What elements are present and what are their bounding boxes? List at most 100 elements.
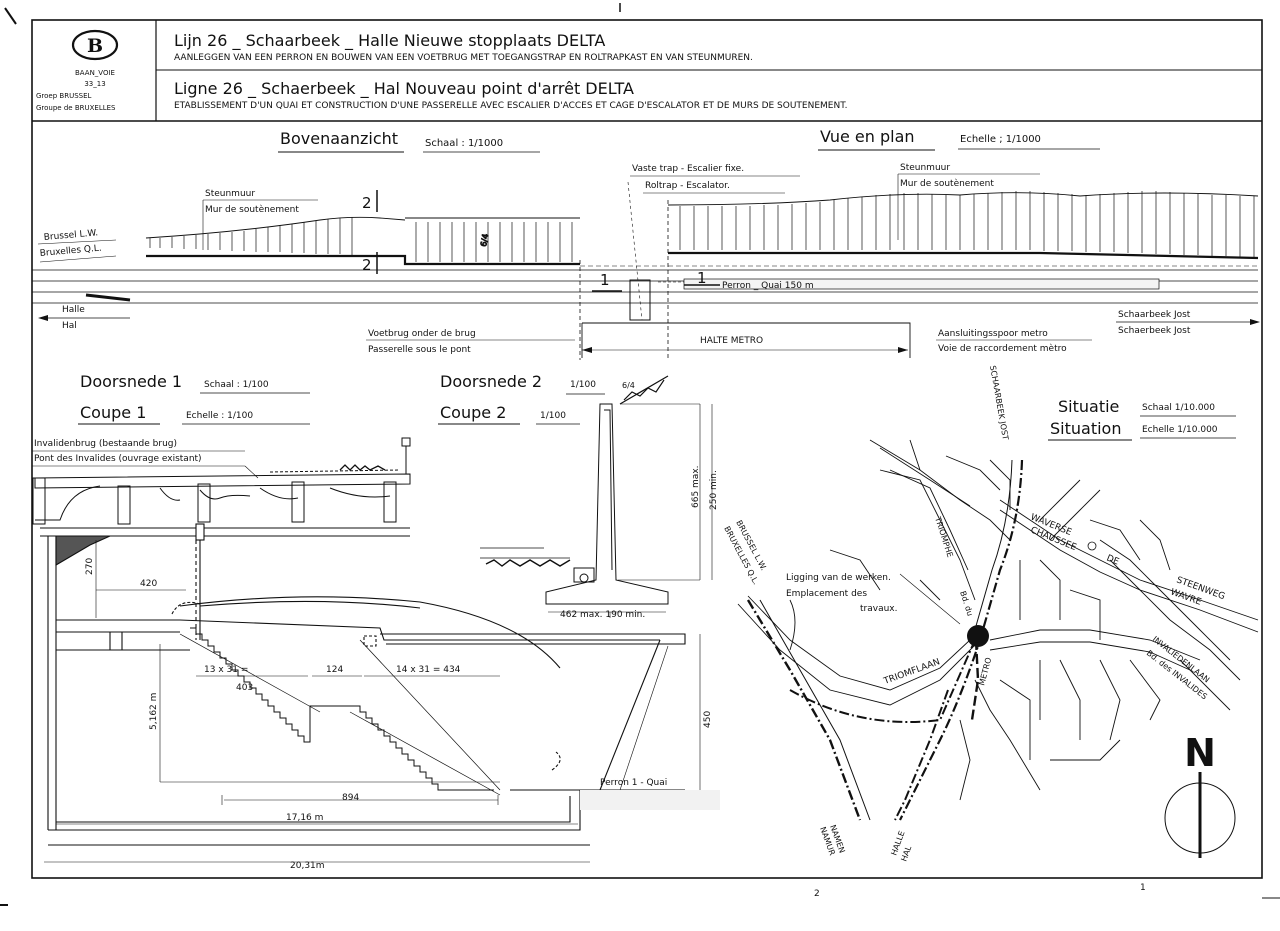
schaarbeek-nl: Schaarbeek Jost — [1118, 310, 1191, 320]
direction-arrow-left — [38, 315, 48, 321]
section1-stairs[interactable] — [179, 627, 501, 796]
section1-scale-fr: Echelle : 1/100 — [186, 411, 253, 421]
section2-title-nl: Doorsnede 2 — [440, 372, 542, 391]
plan-scale-fr: Echelle ; 1/1000 — [960, 134, 1041, 145]
plan-title-nl: Bovenaanzicht — [280, 129, 398, 148]
halte-metro: HALTE METRO — [700, 336, 763, 346]
dim-124: 124 — [326, 665, 343, 675]
plan-slope: 6/4 — [479, 233, 490, 247]
retaining-wall-right — [667, 191, 1259, 260]
dim-13x31: 13 x 31 = — [204, 665, 248, 675]
footbridge-plan — [579, 181, 911, 360]
map-bd-du: Bd. du — [958, 590, 975, 617]
section1-scale-nl: Schaal : 1/100 — [204, 380, 269, 390]
north-arrow: N — [1164, 731, 1236, 858]
map-schaarbeek: SCHAARBEEK JOST — [988, 365, 1010, 441]
org-line-1: BAAN_VOIE — [75, 69, 115, 77]
section-1: Doorsnede 1 Schaal : 1/100 Coupe 1 Echel… — [32, 372, 720, 871]
situation-title-nl: Situatie — [1058, 397, 1119, 416]
dim-665: 665 max. — [691, 465, 701, 508]
perron-label: Perron _ Quai 150 m — [722, 281, 814, 291]
subtitle-dutch: AANLEGGEN VAN EEN PERRON EN BOUWEN VAN E… — [174, 53, 753, 63]
schaarbeek-fr: Schaerbeek Jost — [1118, 326, 1191, 336]
org-line-3: Groep BRUSSEL — [36, 92, 92, 100]
subtitle-french: ETABLISSEMENT D'UN QUAI ET CONSTRUCTION … — [174, 101, 848, 111]
bridge-nl: Invalidenbrug (bestaande brug) — [34, 439, 177, 449]
direction-arrow-right — [1250, 319, 1260, 325]
wall-left-nl: Steunmuur — [205, 189, 255, 199]
logo-letter: B — [87, 35, 103, 57]
wall-right-fr: Mur de soutènement — [900, 178, 994, 189]
perron-quai: Perron 1 - Quai — [600, 778, 667, 788]
org-line-2: 33_13 — [84, 80, 105, 88]
dim-403: 403 — [236, 683, 253, 693]
footbridge-fr: Passerelle sous le pont — [368, 345, 471, 355]
plan-scale-nl: Schaal : 1/1000 — [425, 138, 503, 149]
title-french: Ligne 26 _ Schaerbeek _ Hal Nouveau poin… — [174, 79, 634, 99]
dim-14x31: 14 x 31 = 434 — [396, 665, 461, 675]
map-hal: HAL — [899, 844, 913, 863]
situation-scale-nl: Schaal 1/10.000 — [1142, 403, 1215, 413]
siding-nl: Aansluitingsspoor metro — [938, 329, 1048, 339]
railway-tracks — [32, 265, 1258, 304]
stair-label: Vaste trap - Escalier fixe. — [632, 164, 744, 174]
dim-450: 450 — [703, 711, 713, 728]
map-works-nl: Ligging van de werken. — [786, 573, 891, 583]
map-de: DE — [1105, 554, 1121, 568]
map-metro: METRO — [977, 656, 993, 686]
map-triomflaan: TRIOMFLAAN — [882, 657, 942, 687]
dim-base: 462 max. 190 min. — [560, 610, 645, 620]
map-works-fr-2: travaux. — [860, 604, 897, 614]
map-works-fr-1: Emplacement des — [786, 589, 867, 599]
bridge-fr: Pont des Invalides (ouvrage existant) — [34, 454, 202, 464]
halle-nl: Halle — [62, 305, 85, 315]
section1-title-nl: Doorsnede 1 — [80, 372, 182, 391]
wall-right-nl: Steunmuur — [900, 163, 950, 173]
org-line-4: Groupe de BRUXELLES — [36, 104, 116, 112]
invalides-bridge-deck — [32, 437, 411, 525]
dim-270: 270 — [85, 558, 95, 575]
title-dutch: Lijn 26 _ Schaarbeek _ Halle Nieuwe stop… — [174, 31, 605, 51]
section2-slope: 6/4 — [622, 381, 635, 390]
section-mark-1-right: 1 — [697, 269, 707, 287]
section1-dimensions — [44, 540, 701, 863]
wall-left-fr: Mur de soutènement — [205, 204, 299, 215]
works-location-marker[interactable] — [967, 625, 989, 647]
section1-title-fr: Coupe 1 — [80, 403, 146, 422]
footbridge-nl: Voetbrug onder de brug — [368, 329, 476, 339]
section-2: Doorsnede 2 1/100 6/4 Coupe 2 1/100 665 … — [438, 372, 719, 620]
page-number-right: 1 — [1140, 883, 1146, 893]
dim-2031: 20,31m — [290, 861, 325, 871]
page-number-left: 2 — [814, 889, 820, 899]
situation-map: Situatie Schaal 1/10.000 Situation Echel… — [722, 365, 1259, 863]
halle-fr: Hal — [62, 321, 77, 331]
sncb-logo: B — [71, 29, 119, 61]
siding-fr: Voie de raccordement mètro — [938, 343, 1067, 354]
section2-scale-fr: 1/100 — [540, 411, 566, 421]
brussel-fr: Bruxelles Q.L. — [39, 244, 102, 259]
sheet-frame — [0, 3, 1280, 906]
dim-height: 5,162 m — [149, 693, 159, 730]
escalator-label: Roltrap - Escalator. — [645, 181, 730, 191]
dim-1716: 17,16 m — [286, 813, 323, 823]
section2-title-fr: Coupe 2 — [440, 403, 506, 422]
brussel-nl: Brussel L.W. — [43, 228, 98, 243]
section-mark-1-left: 1 — [600, 271, 610, 289]
situation-scale-fr: Echelle 1/10.000 — [1142, 425, 1218, 435]
title-block: B BAAN_VOIE 33_13 Groep BRUSSEL Groupe d… — [36, 29, 848, 112]
section-mark-2-top: 2 — [362, 194, 372, 212]
retaining-wall-section — [480, 375, 713, 618]
plan-view: Bovenaanzicht Schaal : 1/1000 Vue en pla… — [32, 127, 1260, 360]
street-network — [737, 439, 1259, 801]
dim-420: 420 — [140, 579, 157, 589]
north-letter: N — [1184, 731, 1216, 775]
dim-250: 250 min. — [709, 470, 719, 510]
plan-title-fr: Vue en plan — [820, 127, 915, 146]
section-mark-2-bottom: 2 — [362, 256, 372, 274]
dim-894: 894 — [342, 793, 359, 803]
map-triomphe: TRIOMPHE — [933, 515, 955, 559]
situation-title-fr: Situation — [1050, 419, 1121, 438]
section2-scale-nl: 1/100 — [570, 380, 596, 390]
section1-structure — [40, 523, 686, 846]
